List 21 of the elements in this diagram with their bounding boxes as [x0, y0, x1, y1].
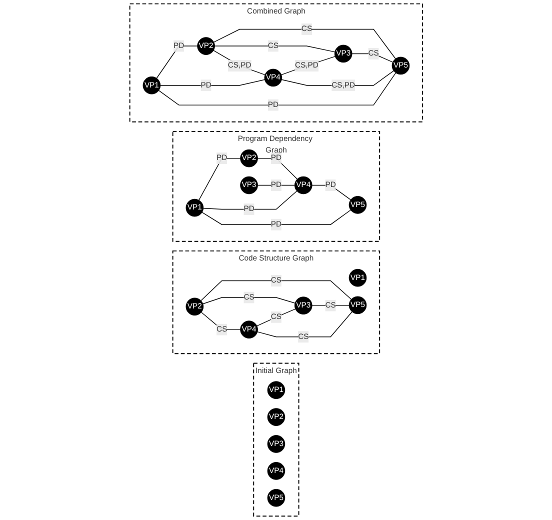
connector [257, 158, 298, 180]
connector [200, 312, 240, 330]
connector [281, 70, 394, 86]
connector [256, 308, 296, 326]
connector [156, 46, 198, 79]
connector [280, 56, 336, 76]
connector [256, 311, 352, 338]
connector [212, 50, 266, 76]
connector [213, 28, 396, 60]
connector [160, 79, 265, 86]
connector [202, 190, 298, 210]
connector [202, 297, 296, 304]
connector [198, 158, 240, 201]
connector [214, 46, 335, 52]
connector [201, 210, 351, 225]
connector [200, 280, 352, 302]
connector [158, 72, 396, 106]
connector [257, 184, 295, 186]
connector [312, 304, 350, 306]
connector [351, 53, 393, 63]
connector [312, 184, 351, 200]
